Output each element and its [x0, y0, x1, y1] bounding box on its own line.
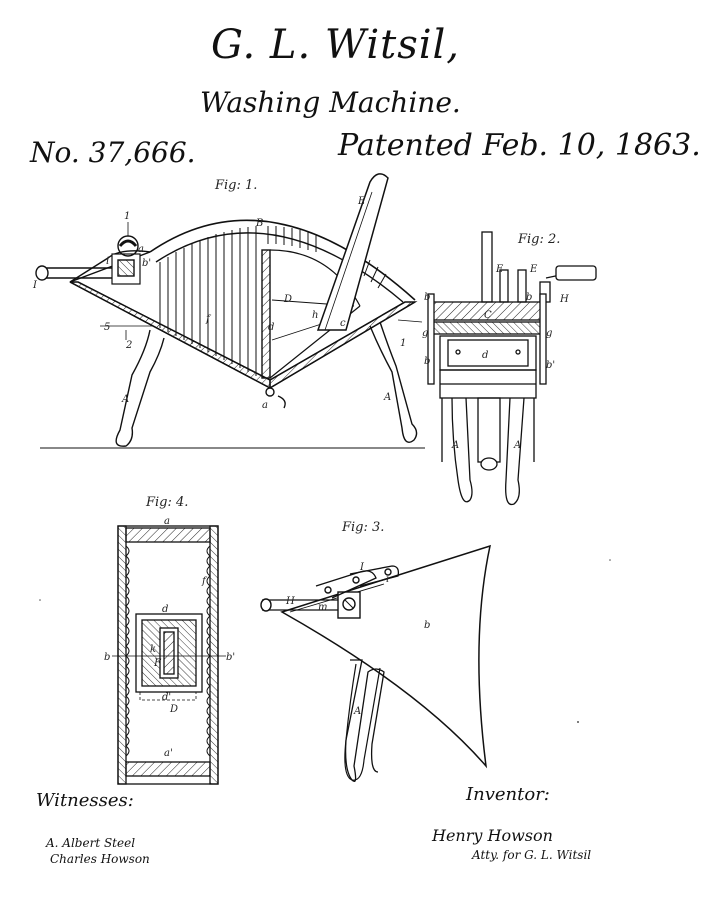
svg-text:m: m [318, 602, 327, 613]
fig3-label: Fig: 3. [342, 520, 385, 535]
figure-1-reference-letters: 1 I i a b' B E D h d f c 5 2 A A 1 a [32, 196, 406, 411]
figure-4-section-view [112, 525, 226, 785]
svg-text:g: g [422, 328, 428, 339]
svg-text:I: I [32, 280, 38, 291]
figure-2-reference-letters: E E H b b g g C d b b' A A [422, 264, 569, 451]
inventor-signature: Henry Howson [432, 826, 553, 845]
patent-date: Patented Feb. 10, 1863. [338, 128, 701, 163]
svg-text:i: i [106, 256, 109, 267]
svg-text:H: H [285, 596, 295, 607]
svg-text:A: A [121, 394, 129, 405]
svg-text:b: b [424, 620, 430, 631]
svg-text:E: E [529, 264, 538, 275]
svg-text:2: 2 [125, 340, 132, 351]
figure-4-reference-letters: a f d b b' k F d' D a' [104, 516, 235, 759]
svg-text:A: A [513, 440, 521, 451]
svg-text:h: h [312, 310, 318, 321]
svg-text:1: 1 [124, 211, 130, 222]
svg-text:I: I [359, 562, 365, 573]
svg-text:a: a [138, 244, 144, 255]
paper-speck-marks [39, 559, 611, 723]
figure-1-side-view [35, 173, 425, 449]
patent-number: No. 37,666. [30, 136, 196, 169]
svg-text:f: f [201, 576, 208, 587]
svg-text:g: g [546, 328, 552, 339]
svg-text:k: k [150, 644, 156, 655]
svg-text:D: D [169, 704, 178, 715]
svg-text:B: B [255, 218, 263, 229]
invention-title: Washing Machine. [200, 86, 461, 119]
inventor-heading: Inventor: [466, 784, 550, 805]
witness-name-2: Charles Howson [50, 852, 150, 866]
witnesses-heading: Witnesses: [36, 790, 134, 811]
svg-text:A: A [353, 706, 361, 717]
svg-text:a': a' [164, 748, 173, 759]
patent-drawing-sheet: G. L. Witsil, Washing Machine. No. 37,66… [30, 22, 701, 866]
svg-text:d: d [162, 604, 168, 615]
svg-text:b: b [104, 652, 110, 663]
svg-text:b': b' [546, 360, 555, 371]
svg-text:1: 1 [400, 338, 406, 349]
svg-text:d: d [482, 350, 488, 361]
fig4-label: Fig: 4. [146, 495, 189, 510]
witness-name-1: A. Albert Steel [46, 836, 136, 850]
svg-text:A: A [451, 440, 459, 451]
fig1-label: Fig: 1. [215, 178, 258, 193]
figure-2-end-view [427, 231, 597, 506]
svg-text:A: A [383, 392, 391, 403]
svg-text:c: c [340, 318, 346, 329]
svg-text:H: H [559, 294, 569, 305]
svg-text:i: i [386, 574, 389, 585]
svg-text:f: f [205, 314, 212, 325]
figure-3-top-view [260, 544, 492, 783]
svg-text:d: d [268, 322, 274, 333]
fig2-label: Fig: 2. [518, 232, 561, 247]
attorney-signature: Atty. for G. L. Witsil [472, 848, 592, 862]
svg-text:d': d' [162, 692, 171, 703]
svg-text:b: b [424, 292, 430, 303]
svg-text:b: b [424, 356, 430, 367]
svg-text:a: a [262, 400, 268, 411]
svg-text:E: E [495, 264, 504, 275]
svg-text:C: C [484, 310, 492, 321]
svg-text:E: E [357, 196, 366, 207]
svg-text:D: D [283, 294, 292, 305]
svg-text:b': b' [142, 258, 151, 269]
svg-text:5: 5 [104, 322, 110, 333]
svg-text:F: F [153, 658, 162, 669]
figure-3-reference-letters: I i H m b A [285, 562, 430, 717]
svg-text:a: a [164, 516, 170, 527]
svg-text:b': b' [226, 652, 235, 663]
inventor-name-title: G. L. Witsil, [210, 22, 461, 68]
patent-drawings: 1 I i a b' B E D h d f c 5 2 A A 1 a [32, 173, 611, 785]
svg-text:b: b [526, 292, 532, 303]
